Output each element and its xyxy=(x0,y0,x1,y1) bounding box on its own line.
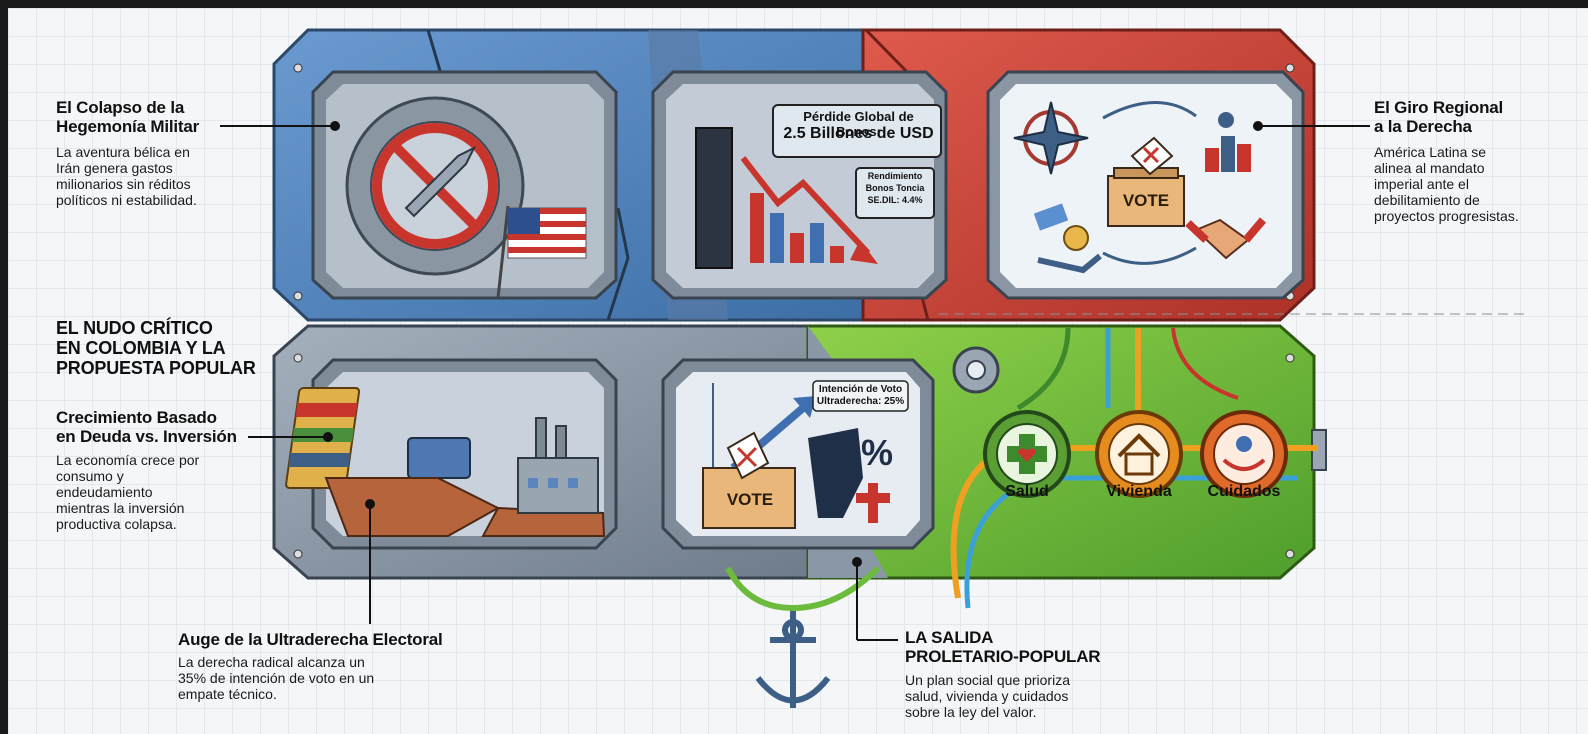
care-hands-icon xyxy=(1222,436,1266,471)
bond-loss-value: 2.5 Billones de USD xyxy=(783,125,934,142)
debt-body: La economía crece por consumo y endeudam… xyxy=(56,452,200,532)
house-icon xyxy=(1117,433,1161,476)
percent-symbol: % xyxy=(861,432,894,473)
no-missile-icon xyxy=(372,123,498,249)
factory-icon xyxy=(517,417,599,514)
panel-regional xyxy=(986,70,1305,300)
ballot-box-icon xyxy=(1107,136,1185,227)
ultraright-title: Auge de la Ultraderecha Electoral xyxy=(178,630,443,649)
vote-intent-label: Intención de Voto xyxy=(818,384,903,395)
panel-military xyxy=(311,70,618,300)
handshake-icon xyxy=(1185,217,1267,260)
regional-title: El Giro Regional a la Derecha xyxy=(1374,98,1504,136)
anchor-icon xyxy=(755,608,831,708)
compass-icon xyxy=(1013,101,1089,175)
cycle-arrow-bottom xyxy=(1102,246,1197,265)
bond-yield-box xyxy=(855,167,935,219)
raised-fist-icon xyxy=(808,428,863,518)
infographic-illustration xyxy=(220,28,1528,708)
bond-loss-label: Pérdide Global de Bonos: xyxy=(803,109,914,139)
money-hand-icon xyxy=(1033,203,1102,274)
bond-yield-label-2: Bonos Toncia xyxy=(865,183,925,193)
vote-box-label: VOTE xyxy=(726,490,774,509)
section-heading: EL NUDO CRÍTICO EN COLOMBIA Y LA PROPUES… xyxy=(56,318,256,378)
pillar-label-cuidados: Cuidados xyxy=(1207,483,1281,500)
ultraright-body: La derecha radical alcanza un 35% de int… xyxy=(178,654,375,702)
regional-vote-box-label: VOTE xyxy=(1122,191,1170,210)
crowd-icon xyxy=(1205,112,1251,172)
infographic-canvas: Pérdide Global de Bonos: 2.5 Billones de… xyxy=(8,8,1588,734)
pillar-label-vivienda: Vivienda xyxy=(1106,483,1172,500)
server-rack-icon xyxy=(695,127,733,269)
popular-exit-title: LA SALIDA PROLETARIO-POPULAR xyxy=(905,628,1101,666)
regional-body: América Latina se alinea al mandato impe… xyxy=(1374,144,1519,224)
bond-yield-value: SE.DIL: 4.4% xyxy=(867,195,923,205)
bond-loss-box xyxy=(772,104,942,158)
vote-intent-value: Ultraderecha: 25% xyxy=(816,396,905,407)
panel-bonds xyxy=(651,70,948,300)
debt-title: Crecimiento Basado en Deuda vs. Inversió… xyxy=(56,408,237,446)
military-title: El Colapso de la Hegemonía Militar xyxy=(56,98,200,136)
vote-ballot-box-icon xyxy=(702,431,796,529)
vote-intent-box xyxy=(812,380,909,412)
health-cross-heart-icon xyxy=(1007,434,1047,474)
panel-debt xyxy=(285,358,618,550)
bond-yield-label-1: Rendimiento xyxy=(867,171,923,181)
popular-exit-body: Un plan social que prioriza salud, vivie… xyxy=(905,672,1070,720)
panel-vote xyxy=(661,358,935,550)
pillar-label-salud: Salud xyxy=(1005,483,1049,500)
us-flag-icon xyxy=(496,205,587,299)
leader-lines xyxy=(220,121,1370,641)
pipe-to-anchor xyxy=(725,565,881,612)
falling-bar-chart-icon xyxy=(740,156,878,264)
military-body: La aventura bélica en Irán genera gastos… xyxy=(56,144,197,208)
cycle-arrow-top xyxy=(1102,101,1197,120)
